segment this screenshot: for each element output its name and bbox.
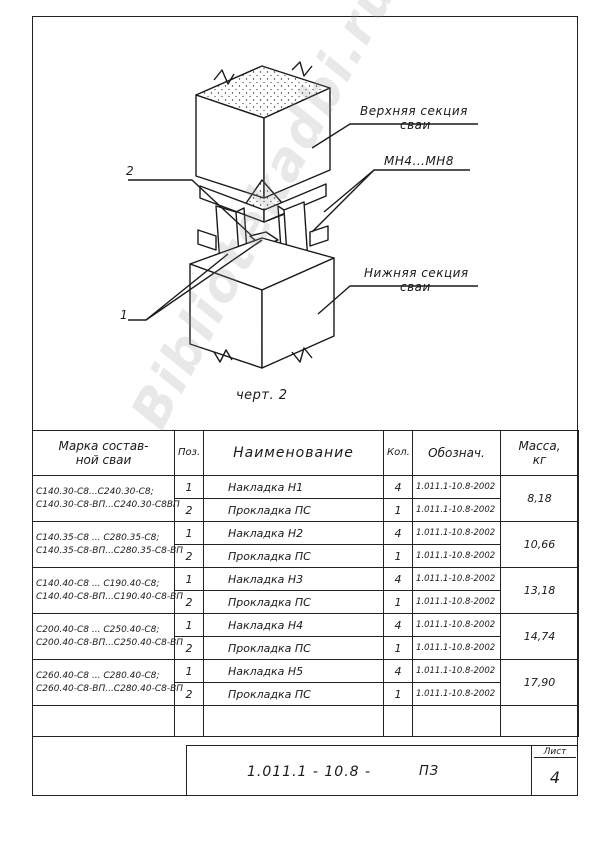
cell-name: Прокладка ПС (203, 498, 384, 522)
cell-designation: 1.011.1-10.8-2002 (412, 659, 501, 683)
cell-designation: 1.011.1-10.8-2002 (412, 682, 501, 706)
label-lower-section-line2: сваи (400, 280, 431, 294)
cell-designation: 1.011.1-10.8-2002 (412, 613, 501, 637)
table-row: С140.35-С8 ... С280.35-С8;С140.35-С8-ВП.… (32, 521, 579, 568)
cell-designation: 1.011.1-10.8-2002 (412, 521, 501, 545)
label-lower-section-line1: Нижняя секция (364, 266, 469, 280)
cell-qty: 1 (383, 544, 413, 568)
cell-mark: С140.35-С8 ... С280.35-С8;С140.35-С8-ВП.… (32, 521, 183, 568)
cell-name: Накладка Н1 (203, 475, 384, 499)
cell-qty: 4 (383, 521, 413, 545)
cell-designation: 1.011.1-10.8-2002 (412, 567, 501, 591)
sheet-number: 4 (549, 768, 561, 787)
cell-qty: 4 (383, 475, 413, 499)
cell-mass: 13,18 (500, 567, 579, 614)
title-block: 1.011.1 - 10.8 - ПЗ Лист 4 (186, 745, 578, 796)
leader-upper (311, 123, 478, 149)
cell-mass: 17,90 (500, 659, 579, 706)
leader-2 (128, 179, 253, 237)
leader-plates (323, 169, 470, 213)
cell-name: Накладка Н5 (203, 659, 384, 683)
drawing-caption: черт. 2 (236, 388, 288, 403)
cell-qty: 1 (383, 636, 413, 660)
cell-qty: 4 (383, 567, 413, 591)
specification-table: Марка состав-ной сваи Поз. Наименование … (32, 430, 579, 737)
cell-qty: 1 (383, 498, 413, 522)
header-mass: Масса,кг (500, 430, 579, 476)
cell-name: Прокладка ПС (203, 544, 384, 568)
document-type: ПЗ (419, 764, 440, 779)
cell-name: Накладка Н2 (203, 521, 384, 545)
cell-pos: 1 (174, 521, 204, 545)
table-row: С260.40-С8 ... С280.40-С8;С260.40-С8-ВП.… (32, 659, 579, 706)
cell-pos: 1 (174, 613, 204, 637)
cell-pos: 1 (174, 475, 204, 499)
header-designation: Обознач. (412, 430, 501, 476)
table-header-row: Марка состав-ной сваи Поз. Наименование … (32, 430, 579, 476)
cell-name: Накладка Н3 (203, 567, 384, 591)
cell-mark: С140.40-С8 ... С190.40-С8;С140.40-С8-ВП.… (32, 567, 183, 614)
cell-designation: 1.011.1-10.8-2002 (412, 590, 501, 614)
cell-designation: 1.011.1-10.8-2002 (412, 636, 501, 660)
cell-mark: С200.40-С8 ... С250.40-С8;С200.40-С8-ВП.… (32, 613, 183, 660)
label-plates: МН4...МН8 (384, 154, 454, 168)
header-qty: Кол. (383, 430, 413, 476)
cell-name: Прокладка ПС (203, 590, 384, 614)
cell-mass: 10,66 (500, 521, 579, 568)
cell-pos: 1 (174, 659, 204, 683)
cell-mass: 14,74 (500, 613, 579, 660)
upper-section-right (263, 87, 331, 199)
label-pos-1: 1 (120, 308, 129, 322)
cell-designation: 1.011.1-10.8-2002 (412, 544, 501, 568)
cell-designation: 1.011.1-10.8-2002 (412, 475, 501, 499)
drawing-frame (32, 16, 578, 796)
label-upper-section-line1: Верхняя секция (360, 104, 468, 118)
cell-qty: 1 (383, 590, 413, 614)
header-pos: Поз. (174, 430, 204, 476)
cell-qty: 1 (383, 682, 413, 706)
sheet-label: Лист (534, 747, 576, 758)
cell-name: Прокладка ПС (203, 682, 384, 706)
leader-lower (317, 285, 478, 315)
sheet-cell: Лист 4 (531, 746, 578, 795)
table-empty-row (32, 705, 579, 737)
cell-qty: 4 (383, 613, 413, 637)
cell-mark: С260.40-С8 ... С280.40-С8;С260.40-С8-ВП.… (32, 659, 183, 706)
cell-mass: 8,18 (500, 475, 579, 522)
cell-designation: 1.011.1-10.8-2002 (412, 498, 501, 522)
cell-pos: 1 (174, 567, 204, 591)
pile-joint-drawing (128, 61, 478, 369)
label-upper-section-line2: сваи (400, 118, 431, 132)
cell-qty: 4 (383, 659, 413, 683)
table-row: С140.30-С8...С240.30-С8;С140.30-С8-ВП...… (32, 475, 579, 522)
document-code: 1.011.1 - 10.8 - (247, 764, 372, 780)
cell-mark: С140.30-С8...С240.30-С8;С140.30-С8-ВП...… (32, 475, 180, 522)
header-mark: Марка состав-ной сваи (32, 430, 175, 476)
header-name: Наименование (203, 430, 384, 476)
table-row: С140.40-С8 ... С190.40-С8;С140.40-С8-ВП.… (32, 567, 579, 614)
lower-section-right (261, 257, 335, 369)
cell-name: Прокладка ПС (203, 636, 384, 660)
cell-name: Накладка Н4 (203, 613, 384, 637)
label-pos-2: 2 (126, 164, 135, 178)
table-row: С200.40-С8 ... С250.40-С8;С200.40-С8-ВП.… (32, 613, 579, 660)
